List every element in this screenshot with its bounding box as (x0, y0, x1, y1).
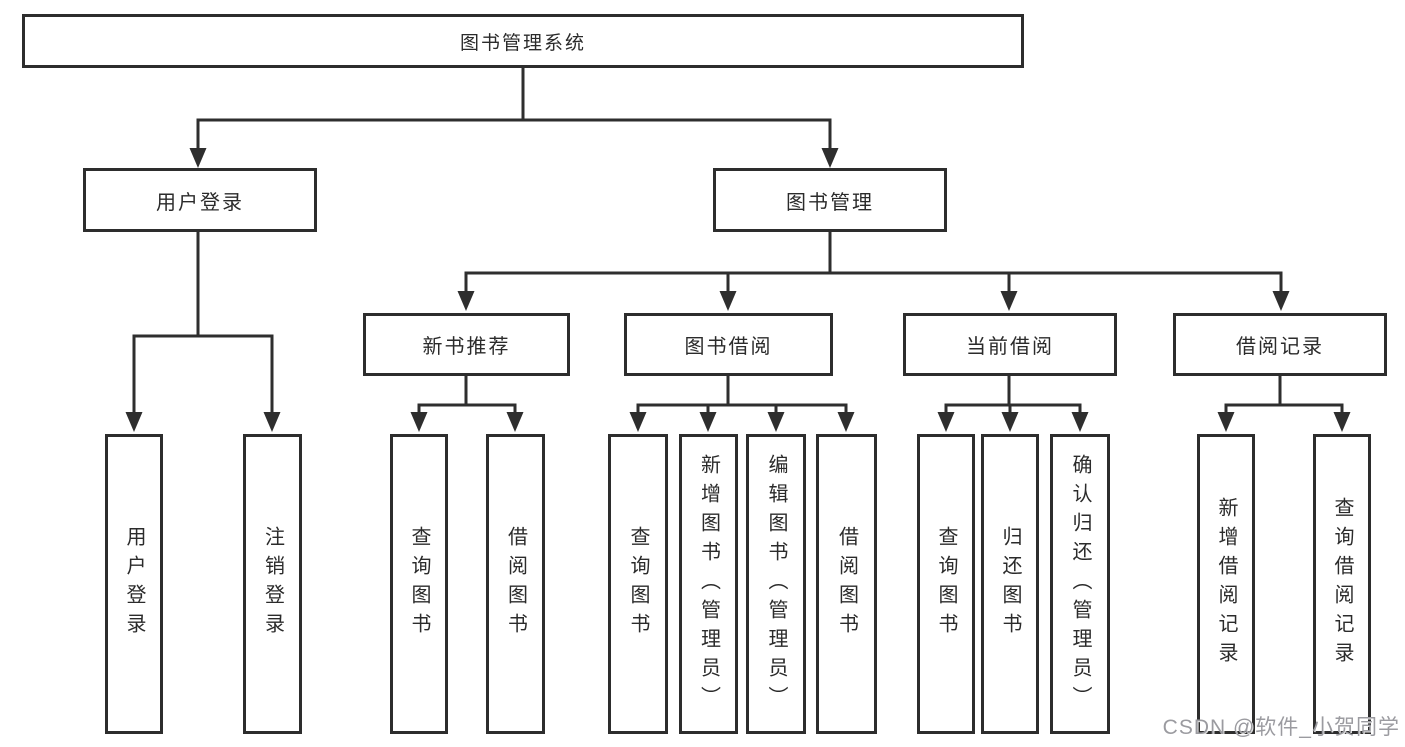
node-user-login-label: 用户登录 (156, 191, 244, 214)
leaf-newbook-borrow-book: 借阅图书 (486, 434, 545, 734)
leaf-borrow-borrow-book-label: 借阅图书 (835, 526, 858, 642)
node-current-borrow-label: 当前借阅 (966, 336, 1054, 358)
leaf-current-query-book-label: 查询图书 (935, 526, 957, 642)
node-new-book-recommend-label: 新书推荐 (422, 336, 511, 358)
leaf-logout-label: 注销登录 (261, 526, 284, 642)
leaf-query-borrow-record: 查询借阅记录 (1313, 434, 1371, 734)
node-root-label: 图书管理系统 (459, 32, 586, 54)
node-book-management-label: 图书管理 (786, 191, 874, 214)
leaf-return-book-label: 归还图书 (999, 526, 1021, 642)
leaf-edit-book-admin-label: 编辑图书（管理员） (765, 453, 787, 715)
node-book-management: 图书管理 (713, 168, 947, 232)
node-current-borrow: 当前借阅 (903, 313, 1117, 376)
leaf-newbook-query-book: 查询图书 (390, 434, 448, 734)
node-book-borrow-label: 图书借阅 (684, 336, 773, 358)
csdn-watermark: CSDN @软件_小贺同学 (1162, 716, 1400, 739)
node-new-book-recommend: 新书推荐 (363, 313, 570, 376)
leaf-query-borrow-record-label: 查询借阅记录 (1331, 497, 1353, 671)
leaf-user-login-label: 用户登录 (123, 526, 145, 642)
leaf-borrow-query-book-label: 查询图书 (627, 526, 649, 642)
leaf-user-login: 用户登录 (105, 434, 163, 734)
leaf-add-borrow-record: 新增借阅记录 (1197, 434, 1255, 734)
node-book-borrow: 图书借阅 (624, 313, 833, 376)
leaf-add-book-admin: 新增图书（管理员） (679, 434, 738, 734)
leaf-confirm-return-admin-label: 确认归还（管理员） (1069, 453, 1091, 715)
node-borrow-record-label: 借阅记录 (1236, 336, 1324, 358)
node-user-login: 用户登录 (83, 168, 317, 232)
leaf-borrow-borrow-book: 借阅图书 (816, 434, 877, 734)
leaf-logout: 注销登录 (243, 434, 302, 734)
leaf-newbook-query-book-label: 查询图书 (408, 526, 430, 642)
leaf-borrow-query-book: 查询图书 (608, 434, 668, 734)
leaf-add-borrow-record-label: 新增借阅记录 (1215, 497, 1237, 671)
node-root: 图书管理系统 (22, 14, 1024, 68)
node-borrow-record: 借阅记录 (1173, 313, 1387, 376)
leaf-current-query-book: 查询图书 (917, 434, 975, 734)
leaf-confirm-return-admin: 确认归还（管理员） (1050, 434, 1110, 734)
leaf-newbook-borrow-book-label: 借阅图书 (504, 526, 527, 642)
leaf-edit-book-admin: 编辑图书（管理员） (746, 434, 806, 734)
leaf-return-book: 归还图书 (981, 434, 1039, 734)
leaf-add-book-admin-label: 新增图书（管理员） (697, 453, 720, 715)
